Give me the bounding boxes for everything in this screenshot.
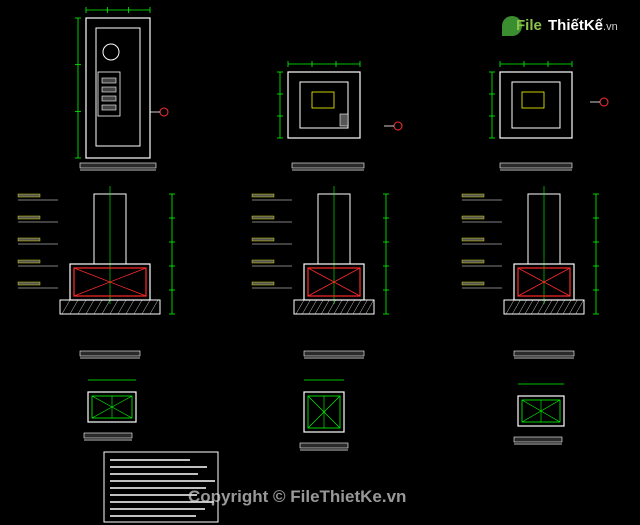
hatch-line: [340, 299, 349, 315]
ladder-box: [97, 71, 121, 117]
title-text-placeholder: [291, 162, 365, 169]
hatch-line: [512, 299, 521, 315]
logo-file-text: File: [516, 17, 542, 34]
hatch-line: [117, 299, 127, 315]
leaf-icon: [502, 16, 522, 36]
hatch-line: [85, 299, 95, 315]
ladder-rung: [101, 104, 117, 111]
logo-brand-text: ThiếtKế.vn: [548, 17, 618, 34]
hatch-line: [314, 299, 324, 315]
general-notes-box: [103, 451, 219, 523]
level-text-placeholder: [251, 281, 275, 286]
section-marker-icon: [599, 97, 609, 107]
notes-frame: [103, 451, 219, 523]
hatch-line: [346, 299, 355, 315]
hatch-line: [352, 299, 362, 315]
title-text-placeholder: [303, 350, 365, 357]
ladder-rung: [101, 86, 117, 93]
lid-outline: [517, 395, 565, 427]
level-text-placeholder: [251, 237, 275, 242]
lid-outline: [303, 391, 345, 433]
ladder-rung: [101, 95, 117, 102]
hatch-line: [569, 299, 578, 315]
title-text-placeholder: [83, 432, 133, 439]
hatch-line: [543, 299, 553, 315]
hatch-line: [550, 299, 559, 315]
site-logo: File ThiếtKế.vn: [502, 14, 628, 40]
hatch-line: [302, 299, 311, 315]
hatch-line: [109, 299, 119, 315]
level-text-placeholder: [17, 237, 41, 242]
hatch-line: [141, 299, 151, 315]
hatch-line: [93, 299, 103, 315]
hatch-line: [321, 299, 330, 315]
rebar-diagonal: [307, 267, 361, 297]
reinforcement-cage: [517, 267, 571, 297]
hatch-line: [359, 299, 368, 315]
title-text-placeholder: [513, 350, 575, 357]
plan-inner-wall: [95, 27, 141, 147]
hatch-line: [505, 299, 515, 315]
ladder-rung: [101, 77, 117, 84]
hatch-line: [365, 299, 374, 315]
pipe-fitting: [311, 91, 335, 109]
title-text-placeholder: [79, 350, 141, 357]
hatch-line: [333, 299, 343, 315]
hatch-line: [308, 299, 317, 315]
rebar-diagonal: [73, 267, 147, 297]
level-text-placeholder: [17, 193, 41, 198]
hatch-line: [531, 299, 540, 315]
hatch-line: [101, 299, 111, 315]
plan-inner-wall: [511, 81, 561, 129]
level-text-placeholder: [17, 259, 41, 264]
plan-outer-wall: [287, 71, 361, 139]
hatch-line: [575, 299, 584, 315]
plan-inner-wall: [299, 81, 349, 129]
title-text-placeholder: [499, 162, 573, 169]
logo-tld: .vn: [603, 21, 618, 33]
hatch-line: [133, 299, 143, 315]
reinforcement-cage: [73, 267, 147, 297]
level-text-placeholder: [461, 281, 485, 286]
title-text-placeholder: [79, 162, 157, 169]
pipe-fitting: [521, 91, 545, 109]
level-text-placeholder: [251, 215, 275, 220]
level-text-placeholder: [461, 193, 485, 198]
hatch-line: [61, 299, 71, 315]
hatch-line: [537, 299, 546, 315]
hatch-line: [149, 299, 159, 315]
lid-outline: [87, 391, 137, 423]
hatch-line: [562, 299, 572, 315]
rebar-diagonal: [517, 267, 571, 297]
level-text-placeholder: [17, 215, 41, 220]
hatch-line: [556, 299, 565, 315]
level-text-placeholder: [251, 259, 275, 264]
level-text-placeholder: [17, 281, 41, 286]
hatch-line: [518, 299, 527, 315]
plan-outer-wall: [499, 71, 573, 139]
pipe-stub: [339, 113, 349, 127]
hatch-line: [77, 299, 87, 315]
title-text-placeholder: [513, 436, 563, 443]
section-marker-icon: [159, 107, 169, 117]
plan-views: [75, 7, 609, 171]
section-marker-icon: [393, 121, 403, 131]
lid-details: [83, 379, 565, 451]
title-text-placeholder: [299, 442, 349, 449]
level-text-placeholder: [461, 259, 485, 264]
hatch-line: [524, 299, 534, 315]
plan-outer-wall: [85, 17, 151, 159]
level-text-placeholder: [461, 237, 485, 242]
reinforcement-cage: [307, 267, 361, 297]
section-views: [17, 186, 599, 359]
hatch-line: [295, 299, 305, 315]
manhole-icon: [102, 43, 120, 61]
hatch-line: [69, 299, 79, 315]
hatch-line: [125, 299, 135, 315]
hatch-line: [327, 299, 336, 315]
copyright-watermark: Copyright © FileThietKe.vn: [188, 487, 407, 506]
level-text-placeholder: [461, 215, 485, 220]
level-text-placeholder: [251, 193, 275, 198]
